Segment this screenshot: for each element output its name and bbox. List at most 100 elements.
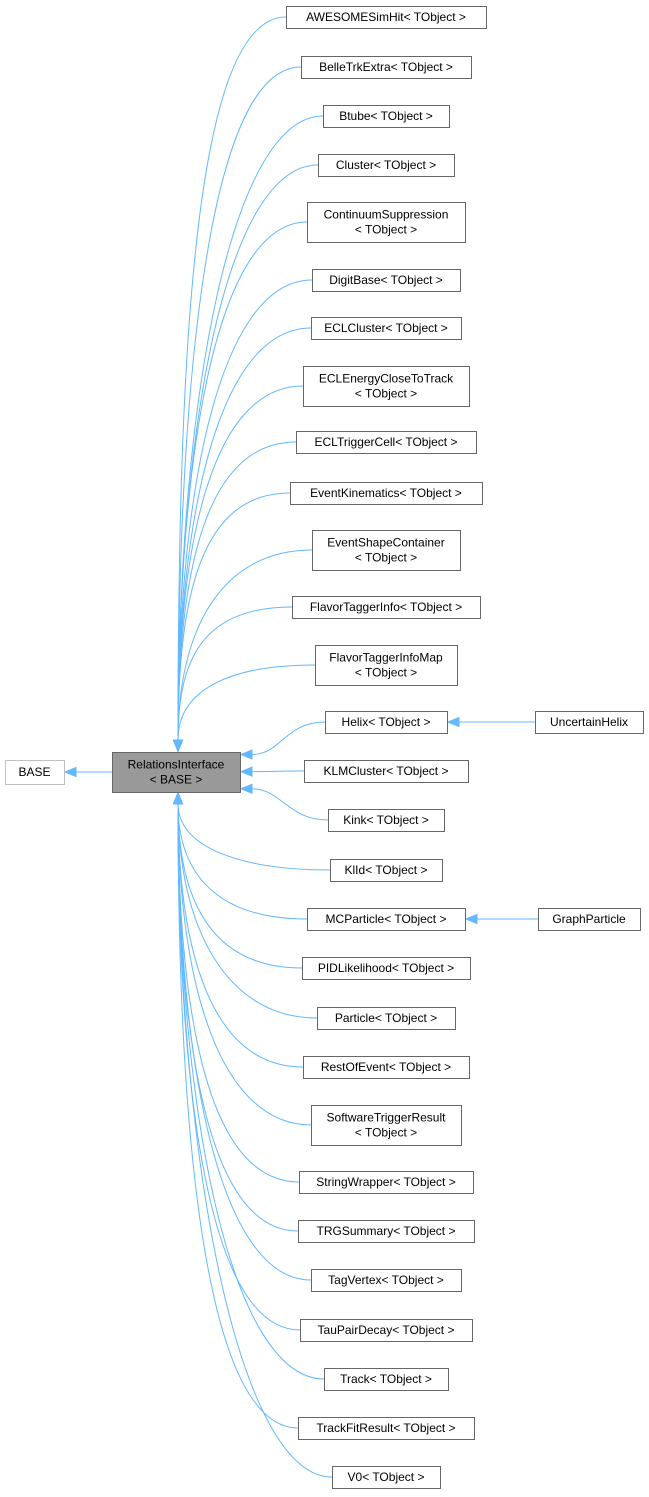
edge-arrow-base [63,766,77,778]
node-kink-tobject-box [328,809,445,832]
node-pidlikelihood-tobject[interactable]: PIDLikelihood< TObject > [302,957,471,980]
node-btube-tobject[interactable]: Btube< TObject > [323,105,450,128]
node-tagvertex-tobject[interactable]: TagVertex< TObject > [311,1269,462,1292]
edge-arrow-helix-tobject [239,749,253,760]
edge-continuumsuppression [177,221,308,741]
node-awesomesimhit-tobject-label: AWESOMESimHit< TObject > [306,10,466,24]
node-track-tobject[interactable]: Track< TObject > [324,1368,449,1391]
edge-digitbase-tobject [177,279,313,741]
node-cluster-tobject-label: Cluster< TObject > [336,158,436,172]
edge-taupairdecay-tobject [177,803,301,1331]
edge-awesomesimhit-tobject [177,16,287,741]
inheritance-edges [63,16,538,1478]
node-flavortaggerinfo-tobject-box [292,596,481,619]
node-particle-tobject-box [317,1007,456,1030]
node-continuumsuppression[interactable]: ContinuumSuppression< TObject > [307,202,466,243]
node-btube-tobject-label: Btube< TObject > [339,109,433,123]
node-uncertainhelix[interactable]: UncertainHelix [535,711,644,734]
node-eclcluster-tobject[interactable]: ECLCluster< TObject > [311,317,462,340]
edge-kink-tobject [251,788,329,821]
node-relations-interface-label-line-2: < BASE > [150,773,203,787]
node-taupairdecay-tobject-box [300,1319,473,1342]
node-eventkinematics-tobject[interactable]: EventKinematics< TObject > [290,482,483,505]
node-eventkinematics-tobject-label: EventKinematics< TObject > [310,486,462,500]
node-eclcluster-tobject-box [311,317,462,340]
edge-trgsummary-tobject [177,803,299,1232]
node-trackfitresult-tobject-box [298,1417,475,1440]
edge-arrow-flavortaggerinfomap [172,739,184,753]
node-graphparticle[interactable]: GraphParticle [538,908,641,931]
node-relations-interface[interactable]: RelationsInterface< BASE > [112,752,241,793]
node-restofevent-tobject[interactable]: RestOfEvent< TObject > [303,1056,470,1079]
node-flavortaggerinfomap-label-line-2: < TObject > [355,666,417,680]
node-taupairdecay-tobject[interactable]: TauPairDecay< TObject > [300,1319,473,1342]
node-mcparticle-tobject-label: MCParticle< TObject > [326,912,447,926]
edge-eventshapecontainer [177,549,313,741]
node-pidlikelihood-tobject-label: PIDLikelihood< TObject > [318,961,454,975]
edge-pidlikelihood-tobject [177,803,303,969]
node-base-label: BASE [18,765,50,779]
node-eclenergyclosetotrack-label-line-1: ECLEnergyCloseToTrack [319,372,454,386]
node-helix-tobject-box [325,711,448,734]
node-flavortaggerinfomap-label-line-1: FlavorTaggerInfoMap [329,651,443,665]
node-trgsummary-tobject-box [298,1220,475,1243]
node-ecltriggercell-tobject[interactable]: ECLTriggerCell< TObject > [296,431,477,454]
node-digitbase-tobject[interactable]: DigitBase< TObject > [312,269,461,292]
node-awesomesimhit-tobject-box [286,6,487,29]
edge-arrow-uncertainhelix [446,716,460,728]
edge-arrow-graphparticle [464,913,478,925]
edge-softwaretriggerresult [177,803,312,1126]
node-kink-tobject[interactable]: Kink< TObject > [328,809,445,832]
node-uncertainhelix-label: UncertainHelix [550,715,628,729]
edge-restofevent-tobject [177,803,304,1068]
node-trackfitresult-tobject-label: TrackFitResult< TObject > [316,1421,455,1435]
node-v0-tobject[interactable]: V0< TObject > [332,1466,441,1489]
node-ecltriggercell-tobject-label: ECLTriggerCell< TObject > [315,435,458,449]
node-helix-tobject-label: Helix< TObject > [342,715,431,729]
edge-klmcluster-tobject [251,770,305,773]
node-eventshapecontainer-label-line-2: < TObject > [355,551,417,565]
node-eclenergyclosetotrack[interactable]: ECLEnergyCloseToTrack< TObject > [303,366,470,407]
edge-particle-tobject [177,803,318,1019]
node-softwaretriggerresult[interactable]: SoftwareTriggerResult< TObject > [311,1105,462,1146]
node-tagvertex-tobject-box [311,1269,462,1292]
node-softwaretriggerresult-label-line-2: < TObject > [355,1126,417,1140]
edge-flavortaggerinfo-tobject [177,606,293,741]
node-flavortaggerinfo-tobject[interactable]: FlavorTaggerInfo< TObject > [292,596,481,619]
node-klmcluster-tobject[interactable]: KLMCluster< TObject > [304,760,469,783]
node-flavortaggerinfomap[interactable]: FlavorTaggerInfoMap< TObject > [315,645,458,686]
node-eventshapecontainer-box [312,530,461,571]
node-pidlikelihood-tobject-box [302,957,471,980]
node-awesomesimhit-tobject[interactable]: AWESOMESimHit< TObject > [286,6,487,29]
node-mcparticle-tobject[interactable]: MCParticle< TObject > [307,908,466,931]
node-uncertainhelix-box [535,711,644,734]
node-trgsummary-tobject[interactable]: TRGSummary< TObject > [298,1220,475,1243]
node-klid-tobject[interactable]: KlId< TObject > [330,859,443,882]
node-helix-tobject[interactable]: Helix< TObject > [325,711,448,734]
node-particle-tobject[interactable]: Particle< TObject > [317,1007,456,1030]
node-eclcluster-tobject-label: ECLCluster< TObject > [324,321,448,335]
node-belletrkextra-tobject-box [301,56,472,79]
edge-eventkinematics-tobject [177,492,291,741]
edge-helix-tobject [251,721,326,755]
node-eventshapecontainer-label-line-1: EventShapeContainer [327,536,444,550]
node-eventshapecontainer[interactable]: EventShapeContainer< TObject > [312,530,461,571]
node-restofevent-tobject-label: RestOfEvent< TObject > [321,1060,451,1074]
node-continuumsuppression-label-line-1: ContinuumSuppression [324,208,449,222]
class-nodes: BASE RelationsInterface< BASE > AWESOMESim… [5,6,644,1489]
node-stringwrapper-tobject[interactable]: StringWrapper< TObject > [299,1171,474,1194]
node-base[interactable]: BASE [5,760,65,785]
node-eclenergyclosetotrack-box [303,366,470,407]
node-belletrkextra-tobject[interactable]: BelleTrkExtra< TObject > [301,56,472,79]
node-track-tobject-label: Track< TObject > [340,1372,432,1386]
node-continuumsuppression-box [307,202,466,243]
node-track-tobject-box [324,1368,449,1391]
edge-belletrkextra-tobject [177,66,302,741]
node-klid-tobject-label: KlId< TObject > [345,863,428,877]
node-softwaretriggerresult-box [311,1105,462,1146]
node-cluster-tobject[interactable]: Cluster< TObject > [318,154,455,177]
node-trackfitresult-tobject[interactable]: TrackFitResult< TObject > [298,1417,475,1440]
edge-klid-tobject [177,803,331,871]
edge-track-tobject [177,803,325,1380]
node-softwaretriggerresult-label-line-1: SoftwareTriggerResult [327,1111,447,1125]
